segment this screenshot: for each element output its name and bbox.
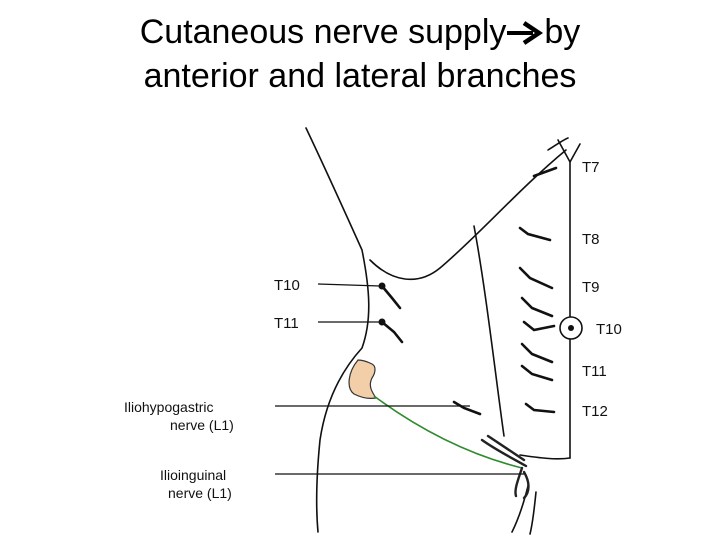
label-t12: T12 [582, 403, 608, 420]
nerve-mark-t8 [518, 226, 552, 242]
left-labels: T10 T11 Iliohypogastric nerve (L1) Ilioi… [124, 277, 300, 501]
ilioinguinal-nerve-ending [480, 434, 530, 500]
label-ilioinguinal-2: nerve (L1) [168, 485, 232, 501]
body-outline [305, 127, 581, 535]
back-contour [305, 127, 370, 533]
leader-lines [275, 283, 524, 475]
nerve-mark-t12 [524, 402, 556, 414]
anterior-nerve-marks [452, 166, 558, 416]
nerve-mark-t7 [532, 166, 558, 178]
right-segment-labels: T7 T8 T9 T10 T11 T12 [582, 159, 622, 420]
lateral-mark-t11 [380, 320, 404, 344]
nerve-mark-t11b [520, 364, 554, 382]
slide-title: Cutaneous nerve supply by anterior and la… [0, 10, 720, 98]
label-t11-left: T11 [274, 315, 299, 332]
title-part-1: Cutaneous nerve supply [139, 13, 507, 51]
label-t8: T8 [582, 231, 600, 248]
label-t11-right: T11 [582, 363, 607, 380]
label-iliohypogastric-2: nerve (L1) [170, 417, 234, 433]
title-line-2: anterior and lateral branches [143, 57, 577, 95]
title-line-1: Cutaneous nerve supply by [0, 10, 720, 54]
nerve-mark-t10 [522, 320, 556, 332]
lateral-body-line [473, 225, 505, 437]
umbilicus-circle-icon [559, 316, 583, 340]
title-part-2: by [544, 13, 581, 51]
label-t7: T7 [582, 159, 600, 176]
right-thigh-line [529, 491, 537, 535]
sternum-notch [557, 139, 581, 164]
label-t10-left: T10 [274, 277, 300, 294]
ilioinguinal-nerve-path [373, 395, 523, 469]
label-t10-right: T10 [596, 321, 622, 338]
nerve-mark-t11a [520, 342, 554, 364]
label-iliohypogastric-1: Iliohypogastric [124, 399, 214, 415]
right-arrow-icon [507, 21, 544, 45]
left-thigh-line [511, 485, 529, 533]
lateral-nerve-dots [378, 282, 386, 326]
nerve-mark-t9a [518, 266, 554, 290]
nerve-mark-iliohypogastric [452, 400, 482, 416]
nerve-mark-t9b [520, 296, 554, 318]
inguinal-line [519, 454, 571, 460]
iliac-crest-patch [348, 359, 378, 399]
label-ilioinguinal-1: Ilioinguinal [160, 467, 226, 483]
lateral-mark-t10 [380, 284, 402, 310]
label-t9: T9 [582, 279, 600, 296]
lateral-nerve-marks [380, 284, 404, 344]
costal-margin-curve [369, 149, 567, 281]
leader-t10 [317, 283, 381, 287]
